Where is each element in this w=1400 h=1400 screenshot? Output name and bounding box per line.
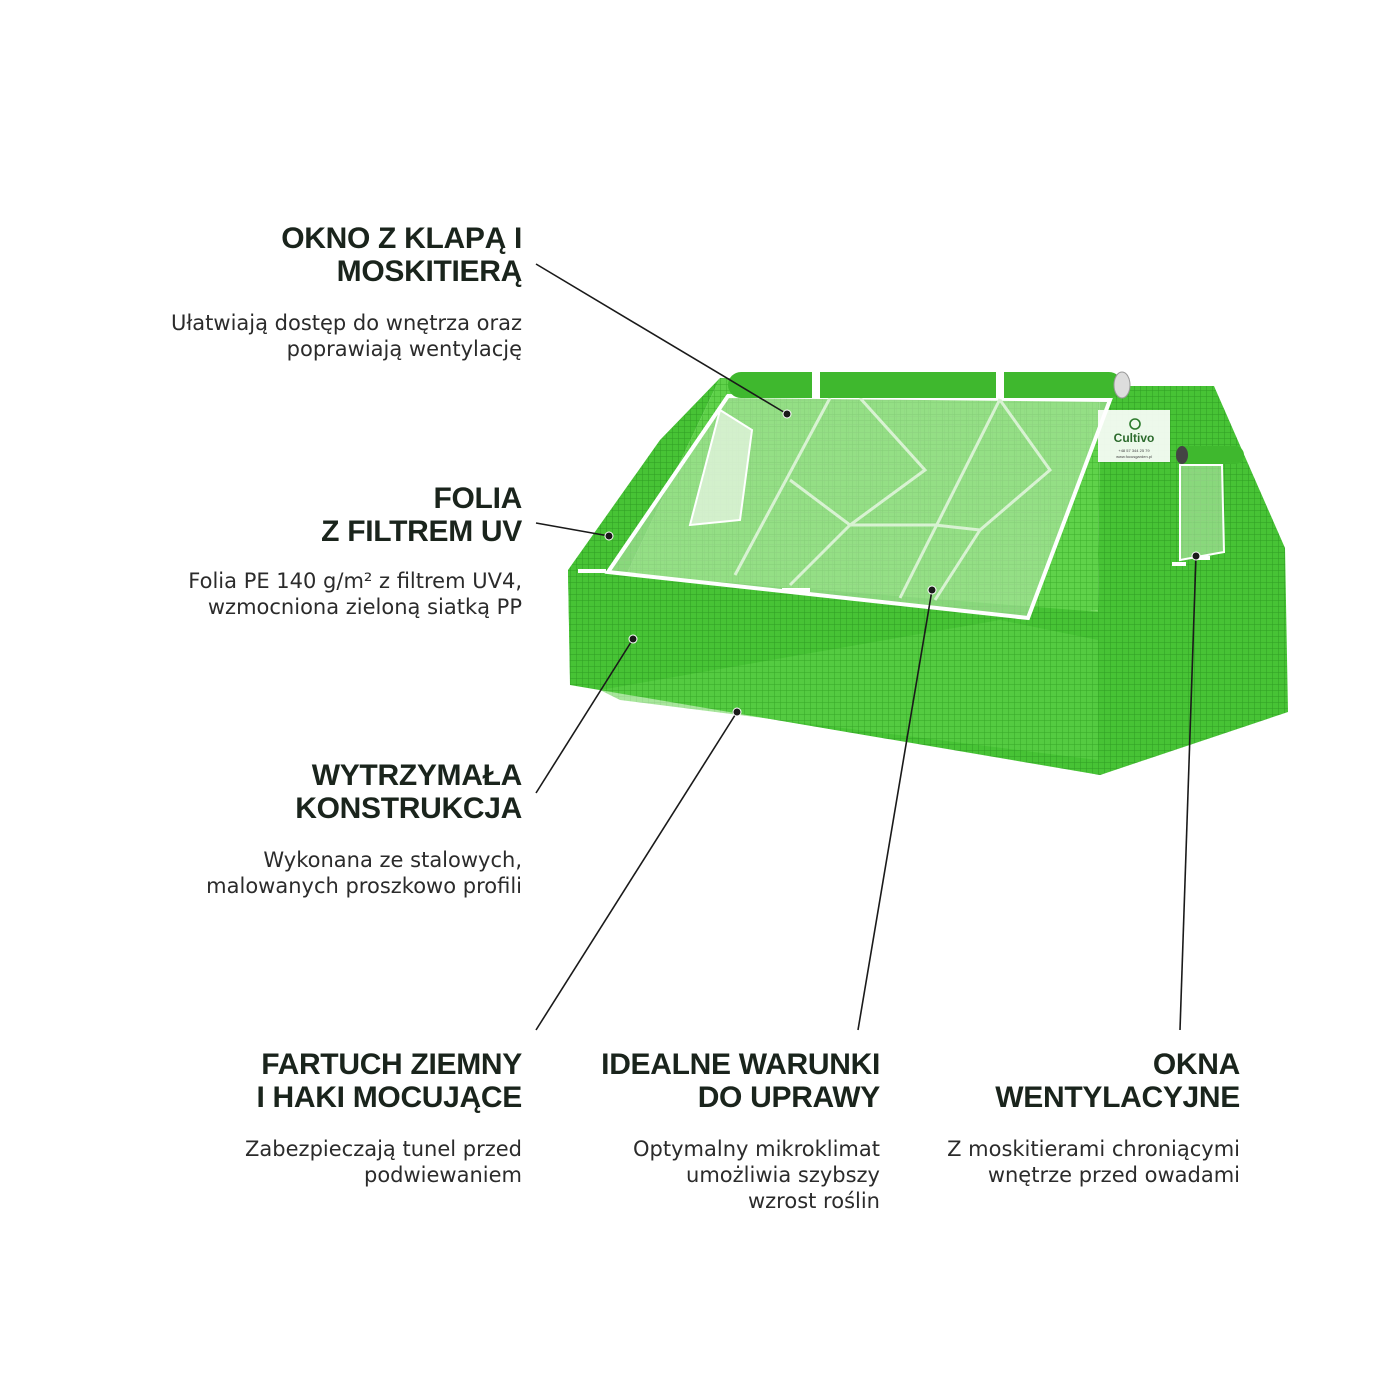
feature-folia-title: FOLIA Z FILTREM UV	[321, 482, 522, 548]
right-gable-wall	[1098, 386, 1288, 775]
feature-okno-title: OKNO Z KLAPĄ I MOSKITIERĄ	[281, 222, 522, 288]
feature-konstrukcja-desc: Wykonana ze stalowych, malowanych proszk…	[206, 848, 522, 898]
feature-idealne-title: IDEALNE WARUNKI DO UPRAWY	[601, 1048, 880, 1114]
brand-logo-text: Cultivo	[1114, 431, 1155, 445]
leader-fartuch	[535, 711, 738, 1031]
feature-konstrukcja: WYTRZYMAŁA KONSTRUKCJA Wykonana ze stalo…	[206, 759, 522, 899]
leader-folia	[535, 522, 610, 537]
feature-okno: OKNO Z KLAPĄ I MOSKITIERĄ Ułatwiają dost…	[171, 222, 522, 362]
feature-idealne: IDEALNE WARUNKI DO UPRAWY Optymalny mikr…	[601, 1048, 880, 1214]
dot-wentylacyjne	[1191, 551, 1201, 561]
feature-okno-desc: Ułatwiają dostęp do wnętrza oraz poprawi…	[170, 311, 522, 361]
dot-konstrukcja	[628, 634, 638, 644]
leader-lines	[535, 263, 1197, 1031]
feature-wentylacyjne-title: OKNA WENTYLACYJNE	[995, 1048, 1240, 1114]
feature-fartuch: FARTUCH ZIEMNY I HAKI MOCUJĄCE Zabezpiec…	[245, 1048, 522, 1188]
feature-folia: FOLIA Z FILTREM UV Folia PE 140 g/m² z f…	[188, 482, 522, 620]
vent-roll	[1178, 446, 1244, 464]
feature-idealne-desc: Optymalny mikroklimat umożliwia szybszy …	[633, 1137, 880, 1213]
feature-fartuch-desc: Zabezpieczają tunel przed podwiewaniem	[245, 1137, 522, 1187]
dot-okno	[782, 409, 792, 419]
leader-okno	[535, 263, 788, 415]
brand-label-line-2: www.focusgarden.pl	[1116, 454, 1152, 459]
leader-dots	[604, 409, 1201, 717]
feature-wentylacyjne: OKNA WENTYLACYJNE Z moskitierami chronią…	[947, 1048, 1240, 1188]
dot-idealne	[927, 585, 937, 595]
roof-frame	[733, 396, 1053, 601]
brand-label-line-1: +48 57 344 25 79	[1118, 448, 1150, 453]
feature-fartuch-title: FARTUCH ZIEMNY I HAKI MOCUJĄCE	[256, 1048, 522, 1114]
dot-folia	[604, 531, 614, 541]
leader-konstrukcja	[535, 638, 634, 794]
dot-fartuch	[732, 707, 742, 717]
front-wall-inner	[600, 620, 1098, 760]
leader-wentylacyjne	[1179, 555, 1197, 1031]
greenhouse-body: Cultivo +48 57 344 25 79 www.focusgarden…	[568, 371, 1288, 775]
feature-konstrukcja-title: WYTRZYMAŁA KONSTRUKCJA	[295, 759, 522, 825]
feature-folia-desc: Folia PE 140 g/m² z filtrem UV4, wzmocni…	[188, 569, 522, 619]
left-window-flap	[688, 408, 754, 527]
feature-wentylacyjne-desc: Z moskitierami chroniącymi wnętrze przed…	[947, 1137, 1240, 1187]
leader-idealne	[857, 589, 933, 1031]
roll-bar	[728, 372, 1122, 398]
vent-window	[1179, 464, 1226, 562]
brand-label: Cultivo +48 57 344 25 79 www.focusgarden…	[1098, 410, 1170, 462]
